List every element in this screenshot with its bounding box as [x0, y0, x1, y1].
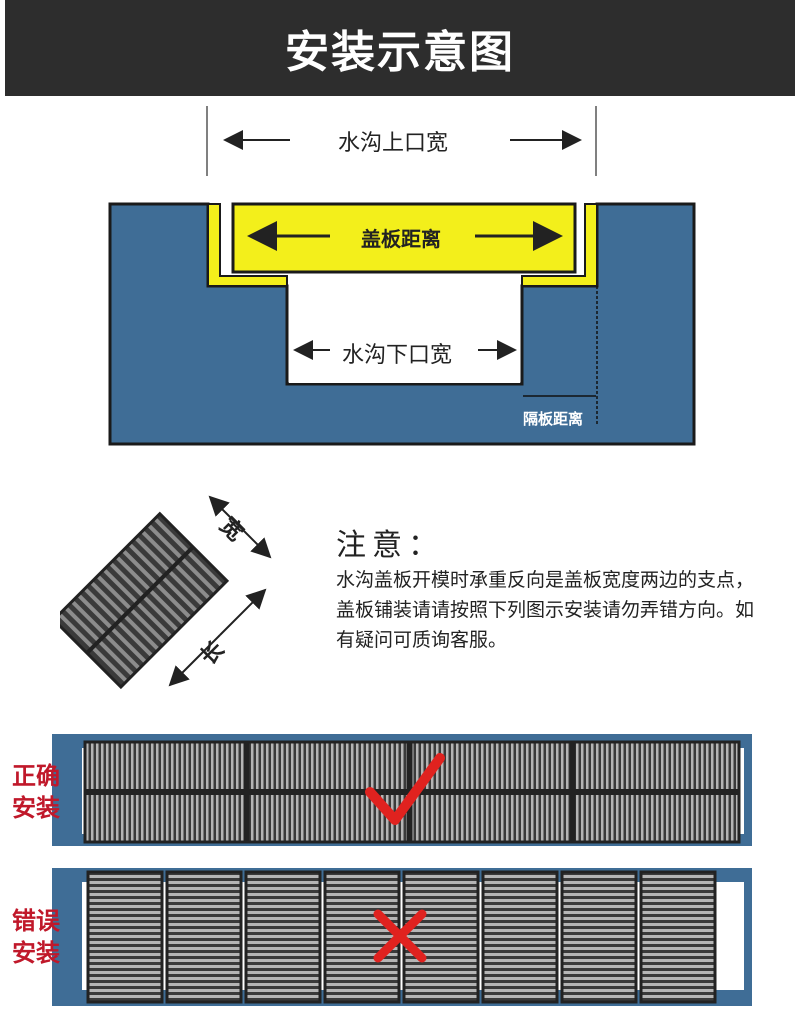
wrong-label-line2: 安装: [12, 939, 60, 967]
notice-title: 注意：: [336, 528, 444, 563]
wrong-label: 错误 安装: [6, 905, 66, 969]
page-title: 安装示意图: [5, 0, 795, 96]
wrong-install-diagram: [52, 868, 752, 1006]
cover-plate: [231, 202, 577, 274]
cover-distance-label: 盖板距离: [361, 227, 441, 251]
correct-label: 正确 安装: [6, 760, 66, 824]
bottom-width-label: 水沟下口宽: [342, 343, 453, 368]
correct-install-diagram: [52, 734, 752, 846]
seat-edge-right: [521, 203, 598, 287]
grate-plate: [60, 511, 230, 690]
arrow-icon: [168, 634, 221, 687]
wrong-label-line1: 错误: [12, 907, 60, 935]
trench-opening: [289, 287, 520, 383]
trench-diagram: [108, 106, 696, 446]
top-width-label: 水沟上口宽: [330, 125, 457, 157]
partition-distance-label: 隔板距离: [523, 410, 584, 428]
correct-label-line2: 安装: [12, 794, 60, 822]
check-icon: [365, 753, 445, 825]
notice-text: 水沟盖板开模时承重反向是盖板宽度两边的支点，盖板铺装请请按照下列图示安装请勿弄错…: [336, 569, 755, 651]
grate-illustration: [60, 495, 272, 690]
correct-label-line1: 正确: [12, 762, 60, 790]
arrow-icon: [208, 495, 241, 528]
cross-icon: [373, 909, 427, 963]
seat-edge-left: [207, 203, 288, 287]
arrow-icon: [219, 588, 267, 636]
arrow-icon: [239, 526, 272, 559]
